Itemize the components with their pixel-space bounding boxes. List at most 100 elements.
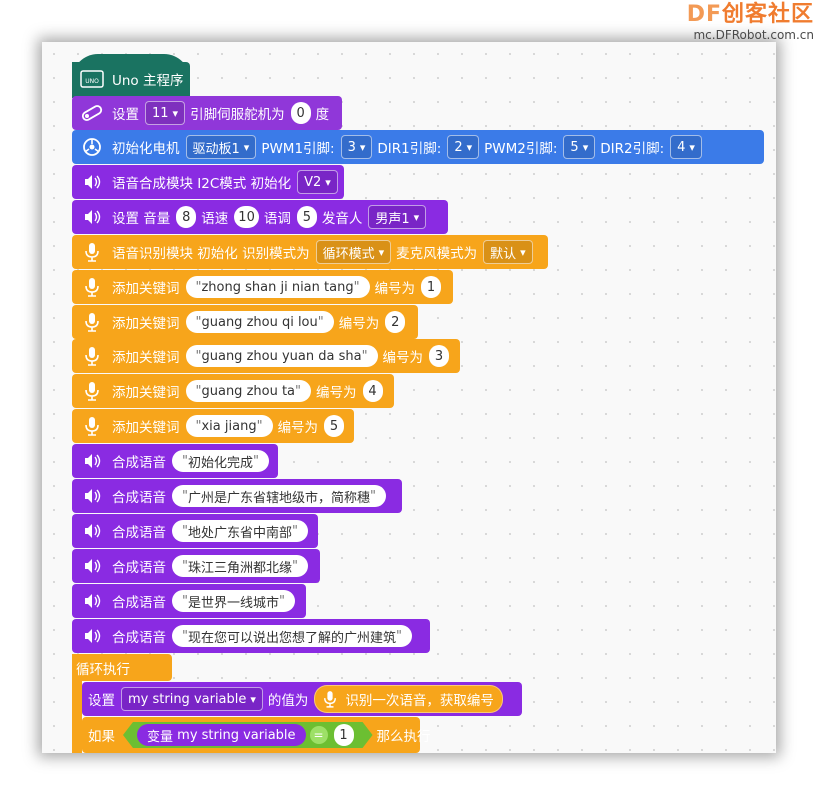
asr-init-block[interactable]: 语音识别模块 初始化 识别模式为 循环模式 麦克风模式为 默认 — [72, 235, 548, 269]
compare-condition[interactable]: 变量 my string variable = 1 — [123, 722, 373, 748]
microphone-icon — [78, 273, 106, 301]
main-program-block[interactable]: UNO Uno 主程序 — [72, 62, 190, 96]
keyword-label: 添加关键词 — [112, 316, 180, 332]
motor-driver-dropdown[interactable]: 驱动板1 — [185, 135, 257, 159]
brand-prefix: DF — [686, 2, 722, 27]
keyword-text-input[interactable]: guang zhou qi lou — [185, 311, 334, 333]
forever-loop-block[interactable]: 循环执行 — [72, 654, 172, 681]
keyword-text-input[interactable]: xia jiang — [185, 415, 273, 437]
motor-icon — [78, 133, 106, 161]
tts-speed-input[interactable]: 10 — [234, 206, 259, 228]
speak-block[interactable]: 合成语音 广州是广东省辖地级市，简称穗 — [72, 479, 402, 513]
equals-operator: = — [310, 726, 328, 744]
brand-suffix: 创客社区 — [721, 2, 814, 27]
add-keyword-block[interactable]: 添加关键词 guang zhou ta 编号为 4 — [72, 374, 394, 408]
speak-text-input[interactable]: 初始化完成 — [172, 450, 269, 472]
servo-text-set: 设置 — [112, 107, 139, 123]
add-keyword-block[interactable]: 添加关键词 guang zhou qi lou 编号为 2 — [72, 305, 418, 339]
if-text: 如果 — [88, 729, 115, 745]
speak-label: 合成语音 — [112, 490, 166, 506]
speak-label: 合成语音 — [112, 595, 166, 611]
microphone-icon — [78, 342, 106, 370]
speak-text-input[interactable]: 是世界一线城市 — [172, 590, 295, 612]
speak-block[interactable]: 合成语音 现在您可以说出您想了解的广州建筑 — [72, 619, 430, 653]
tts-volume-input[interactable]: 8 — [176, 206, 197, 228]
speak-block[interactable]: 合成语音 地处广东省中南部 — [72, 514, 318, 548]
speaker-icon — [78, 168, 106, 196]
if-block[interactable]: 如果 变量 my string variable = 1 那么执行 — [82, 717, 431, 753]
set-variable-block[interactable]: 设置 my string variable 的值为 识别一次语音，获取编号 — [82, 682, 522, 716]
keyword-id-input[interactable]: 3 — [429, 345, 450, 367]
motor-text-init: 初始化电机 — [112, 141, 180, 157]
motor-pwm2-dropdown[interactable]: 5 — [563, 135, 596, 159]
forever-loop-label: 循环执行 — [76, 661, 130, 678]
keyword-id-input[interactable]: 2 — [385, 311, 406, 333]
motor-text-pwm1: PWM1引脚: — [261, 141, 335, 157]
microphone-icon — [78, 308, 106, 336]
add-keyword-block[interactable]: 添加关键词 xia jiang 编号为 5 — [72, 409, 354, 443]
microphone-icon — [319, 688, 341, 710]
keyword-label: 添加关键词 — [112, 385, 180, 401]
asr-text-init: 语音识别模块 初始化 识别模式为 — [112, 246, 310, 262]
keyword-id-label: 编号为 — [374, 281, 416, 297]
tts-init-text: 语音合成模块 I2C模式 初始化 — [112, 176, 292, 192]
main-program-label: Uno 主程序 — [112, 73, 184, 89]
tts-settings-block[interactable]: 设置 音量 8 语速 10 语调 5 发音人 男声1 — [72, 200, 448, 234]
speak-block[interactable]: 合成语音 是世界一线城市 — [72, 584, 306, 618]
motor-text-pwm2: PWM2引脚: — [484, 141, 558, 157]
keyword-text-input[interactable]: guang zhou yuan da sha — [185, 345, 378, 367]
tts-tone-input[interactable]: 5 — [296, 206, 317, 228]
speak-label: 合成语音 — [112, 455, 166, 471]
keyword-label: 添加关键词 — [112, 350, 180, 366]
dfrobot-brand: DF创客社区 mc.DFRobot.com.cn — [687, 2, 814, 42]
tts-text-volume: 设置 音量 — [112, 211, 171, 227]
speaker-icon — [78, 203, 106, 231]
keyword-id-input[interactable]: 5 — [324, 415, 345, 437]
speak-text-input[interactable]: 广州是广东省辖地级市，简称穗 — [172, 485, 386, 507]
asr-mode-dropdown[interactable]: 循环模式 — [315, 240, 392, 264]
add-keyword-block[interactable]: 添加关键词 guang zhou yuan da sha 编号为 3 — [72, 339, 460, 373]
speak-label: 合成语音 — [112, 560, 166, 576]
keyword-id-input[interactable]: 4 — [362, 380, 383, 402]
speak-block[interactable]: 合成语音 初始化完成 — [72, 444, 278, 478]
recognize-once-block[interactable]: 识别一次语音，获取编号 — [314, 685, 503, 713]
speaker-icon — [78, 587, 106, 615]
speak-text-input[interactable]: 地处广东省中南部 — [172, 520, 308, 542]
servo-text-deg: 度 — [315, 107, 330, 123]
speak-text-input[interactable]: 现在您可以说出您想了解的广州建筑 — [172, 625, 412, 647]
compare-value-input[interactable]: 1 — [334, 724, 354, 746]
tts-text-speaker: 发音人 — [321, 211, 363, 227]
speak-block[interactable]: 合成语音 珠江三角洲都北缘 — [72, 549, 320, 583]
tts-voice-dropdown[interactable]: 男声1 — [368, 205, 427, 229]
keyword-id-label: 编号为 — [382, 350, 424, 366]
keyword-id-input[interactable]: 1 — [421, 276, 442, 298]
add-keyword-block[interactable]: 添加关键词 zhong shan ji nian tang 编号为 1 — [72, 270, 453, 304]
tts-init-block[interactable]: 语音合成模块 I2C模式 初始化 V2 — [72, 165, 344, 199]
speak-label: 合成语音 — [112, 630, 166, 646]
speak-text-input[interactable]: 珠江三角洲都北缘 — [172, 555, 308, 577]
recognize-once-label: 识别一次语音，获取编号 — [345, 693, 494, 709]
servo-pin-dropdown[interactable]: 11 — [145, 101, 186, 125]
servo-block[interactable]: 设置 11 引脚伺服舵机为 0 度 — [72, 96, 342, 130]
variable-dropdown[interactable]: my string variable — [121, 687, 263, 711]
variable-name: my string variable — [177, 727, 296, 743]
speaker-icon — [78, 447, 106, 475]
asr-text-mic: 麦克风模式为 — [396, 246, 478, 262]
keyword-text-input[interactable]: zhong shan ji nian tang — [185, 276, 370, 298]
keyword-id-label: 编号为 — [338, 316, 380, 332]
motor-pwm1-dropdown[interactable]: 3 — [340, 135, 373, 159]
servo-angle-input[interactable]: 0 — [290, 102, 311, 124]
setvar-text-value: 的值为 — [267, 693, 309, 709]
asr-mic-dropdown[interactable]: 默认 — [483, 240, 533, 264]
servo-text-pin: 引脚伺服舵机为 — [190, 107, 285, 123]
keyword-label: 添加关键词 — [112, 420, 180, 436]
tts-version-dropdown[interactable]: V2 — [297, 170, 338, 194]
motor-text-dir2: DIR2引脚: — [600, 141, 665, 157]
tts-text-tone: 语调 — [263, 211, 291, 227]
variable-reporter[interactable]: 变量 my string variable — [137, 724, 306, 746]
speaker-icon — [78, 482, 106, 510]
motor-dir1-dropdown[interactable]: 2 — [447, 135, 480, 159]
keyword-text-input[interactable]: guang zhou ta — [185, 380, 312, 402]
motor-init-block[interactable]: 初始化电机 驱动板1 PWM1引脚: 3 DIR1引脚: 2 PWM2引脚: 5… — [72, 130, 764, 164]
motor-dir2-dropdown[interactable]: 4 — [670, 135, 702, 159]
